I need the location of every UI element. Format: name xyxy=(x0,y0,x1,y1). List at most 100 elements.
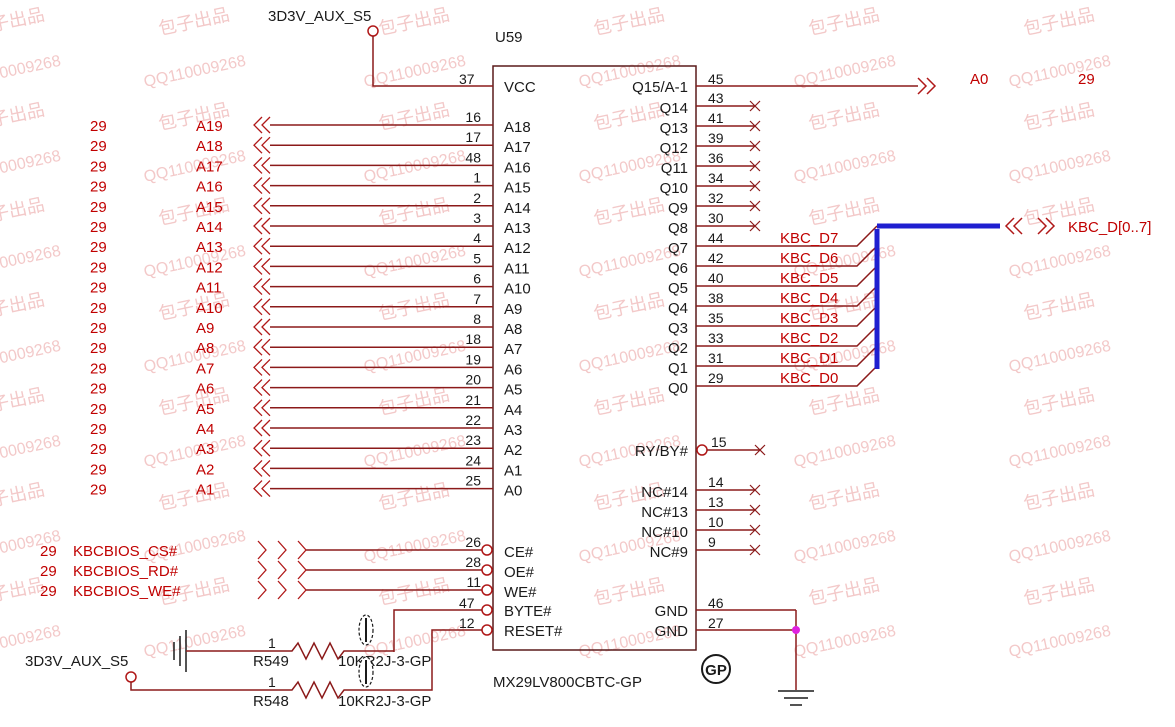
power-port-bottom xyxy=(125,671,137,683)
net-label: KBC_D2 xyxy=(780,330,838,347)
pin-name: Q14 xyxy=(660,100,688,117)
watermark-qq: QQ110009268 xyxy=(1007,148,1112,186)
offpage-arrow xyxy=(253,459,271,477)
pin-number: 34 xyxy=(708,170,724,186)
pin-name: A6 xyxy=(504,361,522,378)
pin-number: 40 xyxy=(708,270,724,286)
net-label: A1 xyxy=(196,482,214,499)
pin-name: A3 xyxy=(504,422,522,439)
pin-number: 25 xyxy=(465,473,481,489)
pin-name: A11 xyxy=(504,260,530,277)
offpage-arrow xyxy=(257,580,307,600)
offpage-arrow xyxy=(257,560,307,580)
pin-name: A14 xyxy=(504,200,531,217)
pin-name: A13 xyxy=(504,220,531,237)
vcc-pin-num: 37 xyxy=(459,71,475,87)
no-connect xyxy=(749,160,761,172)
gnd-pin-name-46: GND xyxy=(655,603,689,620)
pin-name: A18 xyxy=(504,119,531,136)
watermark-qq: QQ110009268 xyxy=(792,433,897,471)
watermark-cn: 包子出品 xyxy=(592,289,667,325)
offpage-arrow xyxy=(257,540,307,560)
watermark-qq: QQ110009268 xyxy=(142,243,247,281)
watermark-cn: 包子出品 xyxy=(157,384,232,420)
q15-pin-num: 45 xyxy=(708,71,724,87)
watermark-cn: 包子出品 xyxy=(592,4,667,40)
pin-name: A8 xyxy=(504,321,522,338)
watermark-cn: 包子出品 xyxy=(0,384,46,420)
r548-value: 10KR2J-3-GP xyxy=(338,693,431,710)
test-point-marker-1 xyxy=(358,614,374,646)
no-connect xyxy=(749,140,761,152)
watermark-cn: 包子出品 xyxy=(0,99,46,135)
watermark-qq: QQ110009268 xyxy=(142,433,247,471)
pin-name: Q10 xyxy=(660,180,688,197)
watermark-qq: QQ110009268 xyxy=(142,53,247,91)
no-connect xyxy=(749,100,761,112)
pin-name: A15 xyxy=(504,180,531,197)
no-connect xyxy=(749,504,761,516)
r549-value: 10KR2J-3-GP xyxy=(338,653,431,670)
pin-name: Q8 xyxy=(668,220,688,237)
q15-pin-name: Q15/A-1 xyxy=(632,79,688,96)
pin-name: Q4 xyxy=(668,300,688,317)
watermark-qq: QQ110009268 xyxy=(362,433,467,471)
data-wire xyxy=(696,325,878,347)
pin-name: Q0 xyxy=(668,380,688,397)
pin-name: A1 xyxy=(504,462,522,479)
net-label: A13 xyxy=(196,239,223,256)
net-label: KBC_D3 xyxy=(780,310,838,327)
page-ref: 29 xyxy=(90,340,107,357)
pin-name: A10 xyxy=(504,281,531,298)
pin-name: Q5 xyxy=(668,280,688,297)
page-ref: 29 xyxy=(90,320,107,337)
power-port-top xyxy=(367,25,379,37)
pin-number: 35 xyxy=(708,310,724,326)
page-ref: 29 xyxy=(90,239,107,256)
page-ref: 29 xyxy=(90,118,107,135)
offpage-arrow xyxy=(253,177,271,195)
watermark-qq: QQ110009268 xyxy=(0,433,62,471)
watermark-qq: QQ110009268 xyxy=(142,148,247,186)
pin-name: NC#10 xyxy=(641,524,688,541)
watermark-qq: QQ110009268 xyxy=(142,623,247,661)
pin-number: 3 xyxy=(473,210,481,226)
net-label: KBCBIOS_CS# xyxy=(73,543,178,560)
page-ref: 29 xyxy=(90,381,107,398)
watermark-qq: QQ110009268 xyxy=(0,53,62,91)
reset-wire xyxy=(376,629,482,691)
pin-number: 10 xyxy=(708,514,724,530)
page-ref: 29 xyxy=(90,441,107,458)
page-ref: 29 xyxy=(40,583,57,600)
net-label: A14 xyxy=(196,219,223,236)
pin-bubble xyxy=(481,544,493,556)
pin-name: A17 xyxy=(504,139,531,156)
watermark-qq: QQ110009268 xyxy=(1007,528,1112,566)
offpage-arrow xyxy=(253,439,271,457)
no-connect xyxy=(749,180,761,192)
net-label: KBC_D0 xyxy=(780,370,838,387)
no-connect xyxy=(749,524,761,536)
data-wire xyxy=(696,265,878,287)
watermark-qq: QQ110009268 xyxy=(1007,53,1112,91)
watermark-cn: 包子出品 xyxy=(377,99,452,135)
pin-name: Q13 xyxy=(660,120,688,137)
offpage-arrow xyxy=(253,197,271,215)
watermark-cn: 包子出品 xyxy=(377,384,452,420)
watermark-qq: QQ110009268 xyxy=(142,338,247,376)
net-label: KBC_D6 xyxy=(780,250,838,267)
pin-name: CE# xyxy=(504,544,534,561)
pin-number: 17 xyxy=(465,129,481,145)
pin-name: Q2 xyxy=(668,340,688,357)
net-label: KBC_D7 xyxy=(780,230,838,247)
page-ref: 29 xyxy=(40,543,57,560)
watermark-cn: 包子出品 xyxy=(807,384,882,420)
reset-pin-bubble xyxy=(481,624,493,636)
watermark-cn: 包子出品 xyxy=(807,479,882,515)
pin-name: NC#13 xyxy=(641,504,688,521)
net-label: KBC_D4 xyxy=(780,290,838,307)
resistor-r549 xyxy=(186,641,394,661)
pin-number: 36 xyxy=(708,150,724,166)
